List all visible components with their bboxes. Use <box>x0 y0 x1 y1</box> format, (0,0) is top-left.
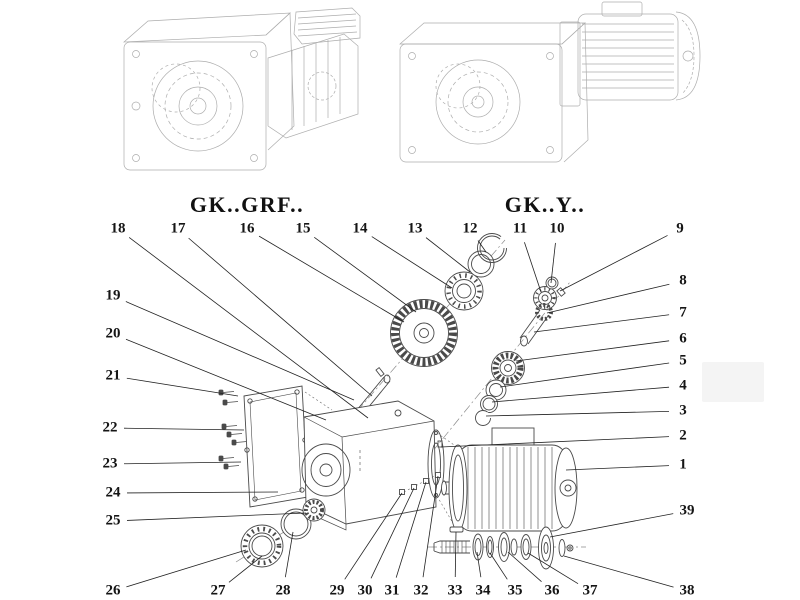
callout-23: 23 <box>102 455 118 472</box>
callout-29: 29 <box>329 582 345 599</box>
leader-line-1 <box>565 465 670 471</box>
callout-5: 5 <box>679 352 687 369</box>
leader-line-6 <box>515 340 670 362</box>
leader-line-15 <box>314 236 417 313</box>
callout-18: 18 <box>110 220 126 237</box>
leader-line-33 <box>454 531 457 578</box>
leader-line-26 <box>126 549 247 588</box>
pinion-gear-stack <box>475 351 525 426</box>
callout-25: 25 <box>105 512 121 529</box>
leader-line-36 <box>507 551 542 583</box>
callout-1: 1 <box>679 456 687 473</box>
leader-line-16 <box>258 235 405 323</box>
watermark <box>702 362 764 402</box>
callout-3: 3 <box>679 402 687 419</box>
exploded-assembly <box>218 233 578 570</box>
callout-9: 9 <box>676 220 684 237</box>
callout-28: 28 <box>275 582 291 599</box>
callout-38: 38 <box>679 582 695 599</box>
leader-line-7 <box>533 314 670 333</box>
callout-20: 20 <box>105 325 121 342</box>
callout-37: 37 <box>582 582 598 599</box>
leader-line-11 <box>524 242 542 293</box>
leader-line-27 <box>228 555 263 583</box>
callout-7: 7 <box>679 304 687 321</box>
retaining-rings-top <box>467 233 507 278</box>
callout-16: 16 <box>239 220 255 237</box>
leader-line-4 <box>491 386 670 403</box>
callout-10: 10 <box>549 220 565 237</box>
bearing-small <box>533 276 566 310</box>
callout-15: 15 <box>295 220 311 237</box>
callout-27: 27 <box>210 582 226 599</box>
leader-line-38 <box>563 555 674 588</box>
callout-33: 33 <box>447 582 463 599</box>
callout-39: 39 <box>679 502 695 519</box>
electric-motor <box>441 427 578 532</box>
leader-line-8 <box>546 283 670 314</box>
callout-4: 4 <box>679 377 687 394</box>
leader-line-31 <box>395 481 427 578</box>
leader-line-2 <box>440 436 670 448</box>
gearbox-drawing-y <box>399 1 701 163</box>
leader-line-13 <box>425 237 471 273</box>
leader-line-34 <box>476 551 482 578</box>
callout-24: 24 <box>105 484 121 501</box>
leader-line-14 <box>371 236 453 289</box>
callout-35: 35 <box>507 582 523 599</box>
gearbox-drawing-grf <box>123 7 361 171</box>
leader-line-37 <box>527 552 579 585</box>
callout-30: 30 <box>357 582 373 599</box>
leader-line-9 <box>559 235 668 292</box>
output-cover-rings <box>240 498 326 568</box>
leader-line-30 <box>370 487 415 579</box>
callout-11: 11 <box>512 220 528 237</box>
callout-31: 31 <box>384 582 400 599</box>
pinion-shaft <box>519 303 553 347</box>
callout-6: 6 <box>679 330 687 347</box>
leader-line-22 <box>123 427 245 431</box>
leader-line-12 <box>477 240 487 253</box>
callout-17: 17 <box>170 220 186 237</box>
callout-13: 13 <box>407 220 423 237</box>
model-label-y: GK..Y.. <box>504 192 586 217</box>
leader-line-32 <box>422 475 439 578</box>
callout-8: 8 <box>679 272 687 289</box>
callout-34: 34 <box>475 582 491 599</box>
callout-21: 21 <box>105 367 121 384</box>
bearing-large <box>444 271 484 311</box>
leader-line-10 <box>550 242 556 284</box>
leader-line-35 <box>489 552 508 580</box>
callout-22: 22 <box>102 419 118 436</box>
leader-line-20 <box>125 338 327 421</box>
callout-36: 36 <box>544 582 560 599</box>
callout-26: 26 <box>105 582 121 599</box>
cover-plate <box>243 385 309 508</box>
large-gear <box>390 299 458 367</box>
leader-line-5 <box>499 362 670 388</box>
leader-line-29 <box>344 492 403 580</box>
model-label-grf: GK..GRF.. <box>189 192 305 217</box>
leader-lines <box>123 235 674 588</box>
callout-32: 32 <box>413 582 429 599</box>
leader-line-23 <box>123 461 242 465</box>
leader-line-18 <box>128 237 369 419</box>
callout-12: 12 <box>462 220 478 237</box>
output-shaft-assembly <box>433 526 574 570</box>
callout-2: 2 <box>679 427 687 444</box>
leader-line-3 <box>485 410 670 417</box>
leader-line-28 <box>284 531 294 578</box>
leader-line-19 <box>125 301 355 401</box>
leader-line-25 <box>126 512 307 521</box>
callout-19: 19 <box>105 287 121 304</box>
leader-line-24 <box>126 491 279 494</box>
leader-line-17 <box>188 237 373 397</box>
leader-line-21 <box>126 377 239 397</box>
callout-14: 14 <box>352 220 368 237</box>
leader-line-39 <box>549 513 674 538</box>
